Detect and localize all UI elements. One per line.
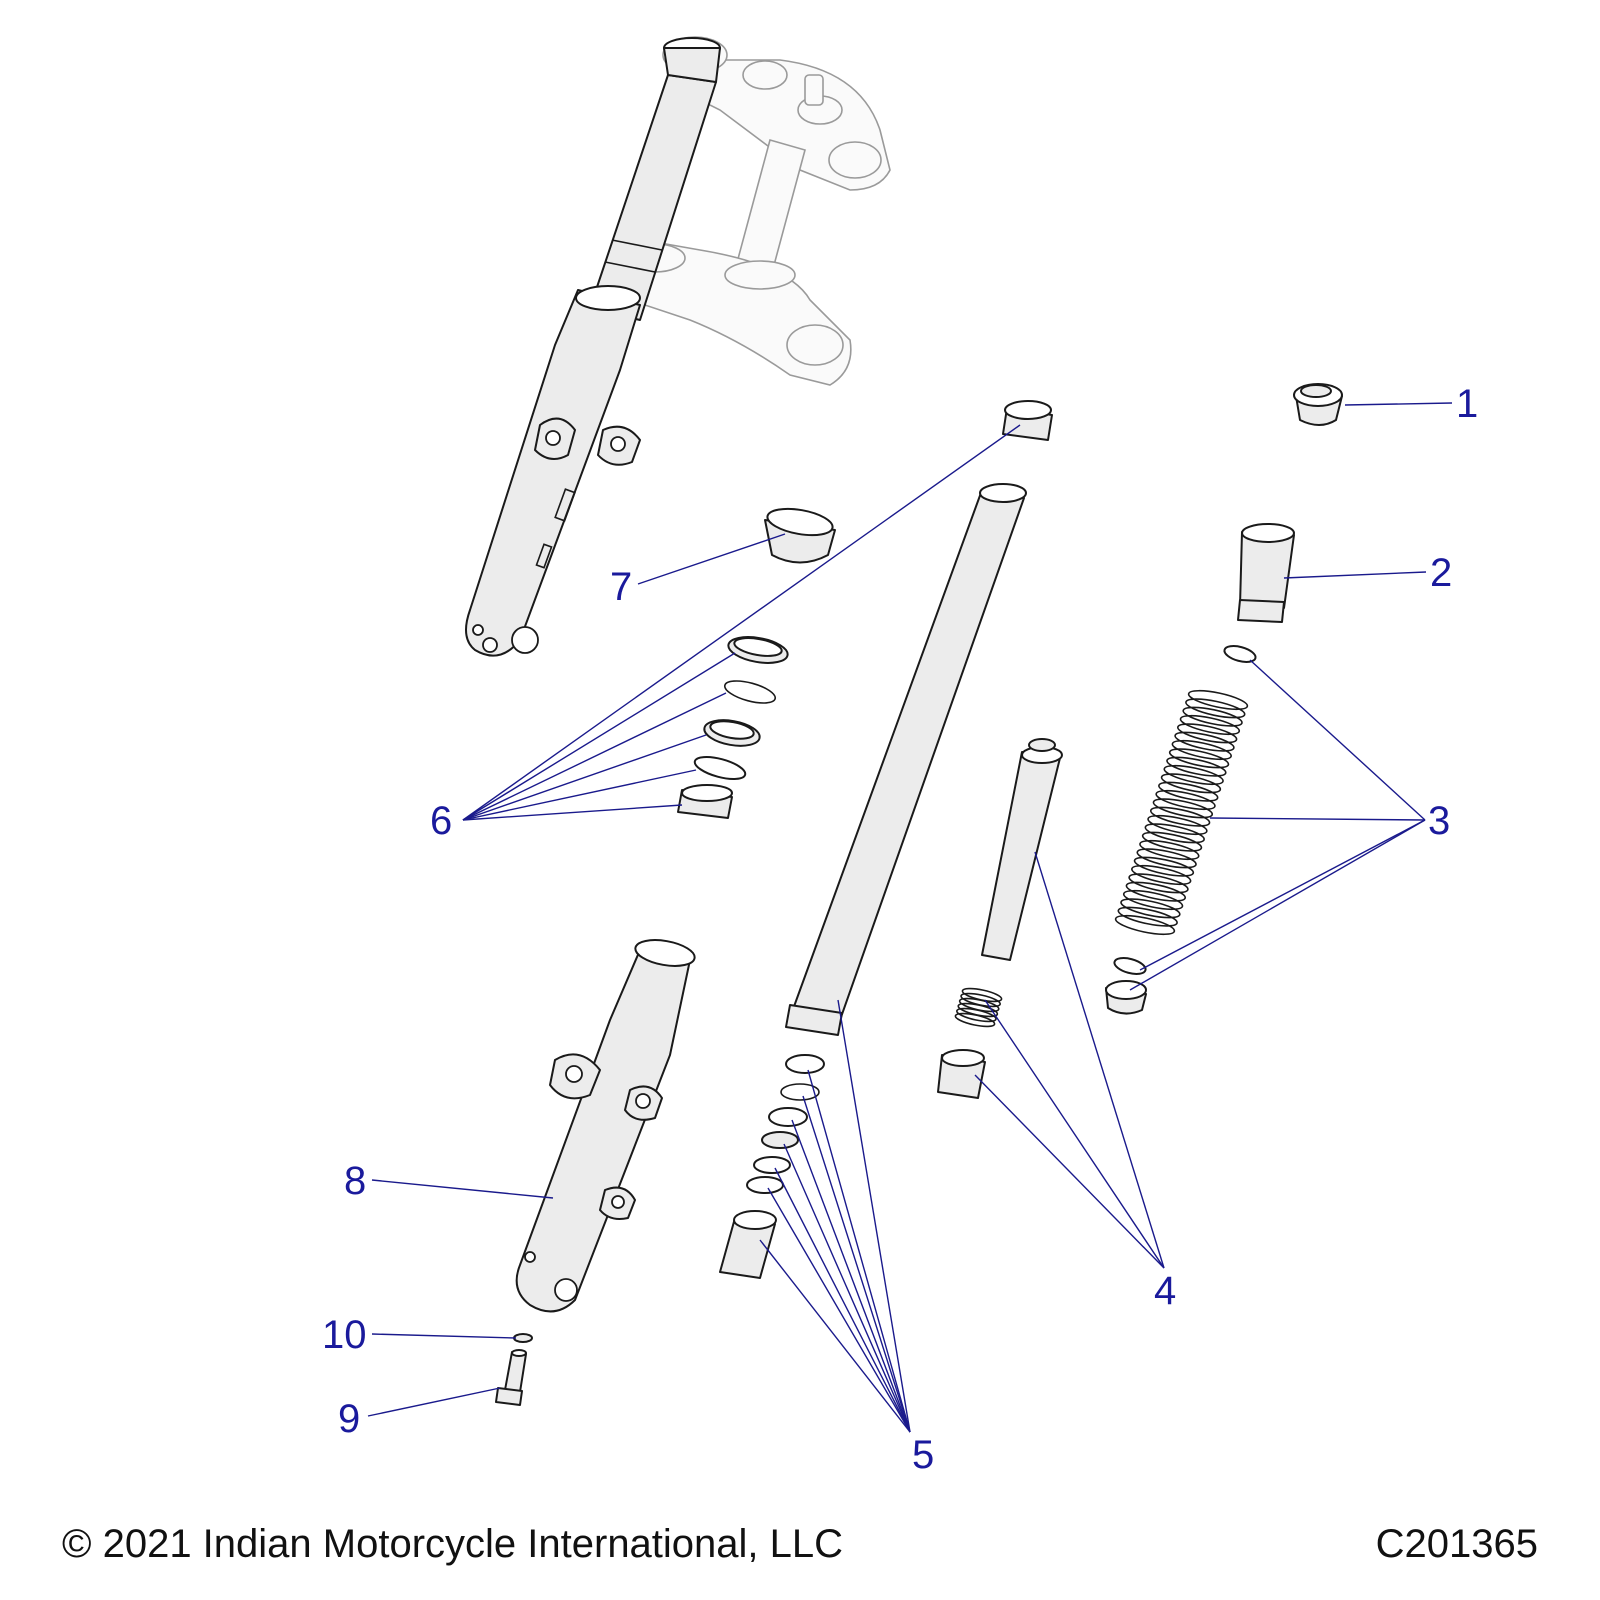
spring-coil bbox=[1160, 773, 1222, 794]
spring-coil bbox=[1122, 889, 1184, 911]
spring-coil bbox=[1185, 698, 1246, 719]
part-1-fork-cap bbox=[1293, 383, 1343, 426]
spring-coil bbox=[1179, 714, 1241, 736]
callout-3: 3 bbox=[1428, 799, 1450, 843]
spring-coil bbox=[954, 1012, 996, 1028]
spring-coil bbox=[1171, 739, 1232, 761]
spring-coil bbox=[1131, 864, 1192, 886]
spring-coil bbox=[1147, 814, 1208, 836]
spring-coil bbox=[1187, 689, 1249, 711]
spring-coil bbox=[956, 1007, 997, 1023]
spring-coil bbox=[1177, 723, 1238, 744]
spring-coil bbox=[1158, 781, 1219, 802]
callout-10: 10 bbox=[322, 1313, 367, 1357]
spring-coil bbox=[1174, 731, 1235, 752]
callout-4: 4 bbox=[1154, 1269, 1176, 1313]
triple-clamp-assembly bbox=[613, 36, 891, 386]
spring-coil bbox=[1139, 839, 1200, 861]
spring-coil bbox=[1166, 756, 1227, 777]
spring-coil bbox=[1152, 798, 1214, 819]
part-3-spring-set bbox=[1105, 645, 1257, 1015]
drawing-number: C201365 bbox=[1375, 1522, 1538, 1566]
leader-lines bbox=[367, 402, 1453, 1433]
spring-coil bbox=[1114, 914, 1176, 936]
callout-8: 8 bbox=[344, 1159, 366, 1203]
spring-coil bbox=[1117, 906, 1178, 927]
part-9-drain-bolt bbox=[495, 1349, 527, 1406]
copyright-notice: © 2021 Indian Motorcycle International, … bbox=[62, 1522, 844, 1566]
part-5-bushings bbox=[719, 1054, 825, 1279]
fork-spring bbox=[1114, 689, 1249, 936]
spring-coil bbox=[1136, 848, 1197, 869]
spring-coil bbox=[1155, 789, 1216, 811]
part-6-seal-kit bbox=[677, 400, 1053, 819]
spring-coil bbox=[1128, 873, 1189, 894]
part-2-spacer bbox=[1237, 523, 1295, 623]
rebound-spring bbox=[954, 987, 1003, 1028]
callout-6: 6 bbox=[430, 799, 452, 843]
part-7-dust-seal bbox=[764, 507, 836, 564]
callout-1: 1 bbox=[1456, 382, 1478, 426]
spring-coil bbox=[1168, 748, 1230, 769]
spring-coil bbox=[1141, 831, 1203, 852]
spring-coil bbox=[1149, 806, 1211, 827]
part-5-inner-tube bbox=[785, 483, 1027, 1036]
part-10-washer bbox=[513, 1333, 533, 1343]
spring-coil bbox=[1163, 764, 1224, 786]
callout-5: 5 bbox=[912, 1433, 934, 1477]
callout-labels: 1 2 3 4 5 6 7 8 10 9 bbox=[322, 382, 1478, 1477]
spring-coil bbox=[1120, 898, 1181, 919]
fork-leg-assembled bbox=[465, 37, 721, 657]
spring-coil bbox=[1182, 706, 1243, 727]
spring-coil bbox=[1125, 881, 1186, 902]
part-4-damper-rod bbox=[937, 738, 1063, 1099]
spring-coil bbox=[1133, 856, 1195, 877]
part-8-outer-slider bbox=[515, 939, 696, 1313]
callout-9: 9 bbox=[338, 1397, 360, 1441]
spring-coil bbox=[1144, 823, 1205, 844]
callout-2: 2 bbox=[1430, 551, 1452, 595]
callout-7: 7 bbox=[610, 565, 632, 609]
